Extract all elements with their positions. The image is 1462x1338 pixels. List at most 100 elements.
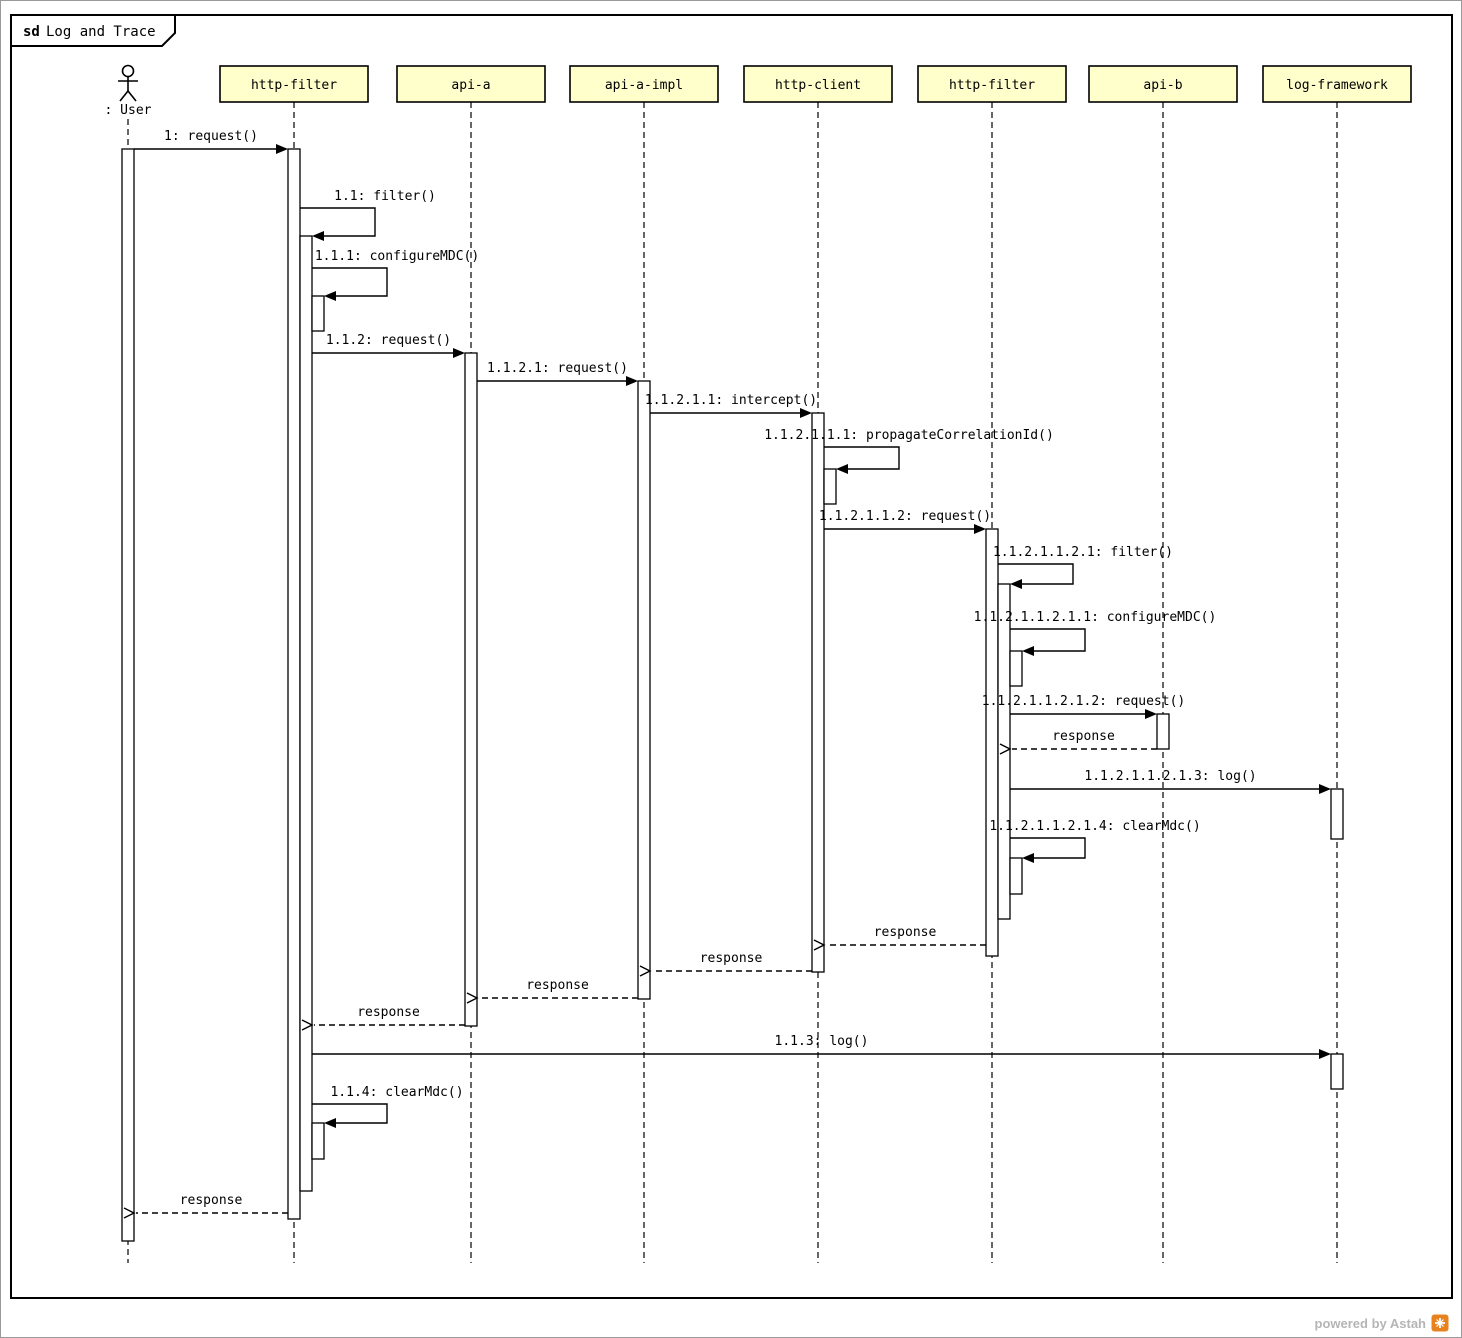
activation-hf1 [299, 235, 313, 1192]
message-2: 1.1: filter() [300, 189, 436, 241]
message-label: 1.1.2.1.1.2.1.1: configureMDC() [974, 610, 1217, 625]
activation-hf1 [287, 148, 301, 1220]
lifeline-label: api-a-impl [605, 78, 683, 93]
message-20: 1.1.4: clearMdc() [312, 1085, 464, 1128]
actor-icon [118, 64, 138, 102]
diagram-content: : User http-filter api-a api-a-impl http-cli… [105, 64, 1412, 1263]
actor-leg-left [119, 90, 129, 102]
arrowhead [1319, 784, 1331, 794]
message-label: 1.1.2.1.1.2: request() [819, 509, 991, 524]
frame-title-tab [10, 14, 176, 47]
lifeline-label: http-filter [949, 78, 1035, 93]
message-7: 1.1.2.1.1.1: propagateCorrelationId() [764, 428, 1054, 474]
frame-keyword: sd [23, 24, 40, 40]
lifeline-api-b: api-b [1088, 65, 1238, 1263]
activation-logfw [1330, 788, 1344, 840]
lifeline-api-a: api-a [396, 65, 546, 1263]
message-9: 1.1.2.1.1.2.1: filter() [993, 545, 1173, 589]
message-12: response [999, 729, 1157, 755]
message-line [998, 563, 1074, 585]
message-label: response [874, 925, 937, 940]
arrowhead [999, 743, 1012, 755]
message-label: response [357, 1005, 420, 1020]
activation-logfw [1330, 1053, 1344, 1090]
message-line [312, 267, 388, 297]
activation-hf2 [1009, 857, 1023, 895]
lifeline-label: http-filter [251, 78, 337, 93]
arrowhead [1022, 646, 1034, 656]
message-label: 1.1.2.1.1: intercept() [645, 393, 817, 408]
message-label: 1.1.2.1.1.2.1: filter() [993, 545, 1173, 560]
arrowhead [324, 291, 336, 301]
message-label: response [526, 978, 589, 993]
lifeline-head [1088, 65, 1238, 103]
activation-hf1 [311, 1122, 325, 1160]
watermark: powered by Astah [1315, 1314, 1449, 1332]
lifeline-head [743, 65, 893, 103]
message-line [824, 446, 900, 470]
lifeline-label: api-b [1143, 78, 1182, 93]
lifeline-label: http-client [775, 78, 861, 93]
activation-impl [637, 380, 651, 1000]
actor-leg-right [127, 90, 137, 102]
activation-client [823, 468, 837, 505]
frame-border [10, 14, 1453, 1299]
activation-api-b [1156, 713, 1170, 750]
lifeline-label: log-framework [1286, 78, 1388, 93]
message-line [1010, 837, 1086, 859]
frame-title-text: Log and Trace [46, 24, 156, 40]
message-10: 1.1.2.1.1.2.1.1: configureMDC() [974, 610, 1217, 656]
message-1: 1: request() [134, 129, 288, 154]
message-17: response [466, 978, 638, 1004]
message-label: 1.1.2.1.1.2.1.2: request() [982, 694, 1186, 709]
arrowhead [639, 965, 652, 977]
activation-api-a [464, 352, 478, 1027]
arrowhead [466, 992, 479, 1004]
activation-client [811, 412, 825, 973]
message-label: 1.1.4: clearMdc() [330, 1085, 463, 1100]
message-line [312, 1103, 388, 1124]
message-19: 1.1.3: log() [312, 1034, 1331, 1059]
lifeline-head [569, 65, 719, 103]
lifeline-head [219, 65, 369, 103]
actor-head [121, 64, 135, 78]
message-18: response [301, 1005, 465, 1031]
message-14: 1.1.2.1.1.2.1.4: clearMdc() [989, 819, 1201, 863]
arrowhead [453, 348, 465, 358]
lifeline-label: : User [105, 103, 152, 118]
arrowhead [813, 939, 826, 951]
message-label: 1.1.1: configureMDC() [315, 249, 479, 264]
lifeline-head [917, 65, 1067, 103]
lifeline-logfw: log-framework [1262, 65, 1412, 1263]
message-line [300, 207, 376, 237]
message-label: 1.1.2.1.1.1: propagateCorrelationId() [764, 428, 1054, 443]
message-label: response [180, 1193, 243, 1208]
astah-logo-icon [1431, 1314, 1449, 1332]
activation-hf2 [985, 528, 999, 957]
message-label: 1: request() [164, 129, 258, 144]
activation-hf1 [311, 295, 325, 332]
arrowhead [1319, 1049, 1331, 1059]
lifeline-label: api-a [451, 78, 490, 93]
message-label: 1.1.2.1.1.2.1.4: clearMdc() [989, 819, 1200, 834]
message-label: response [1052, 729, 1115, 744]
arrowhead [626, 376, 638, 386]
message-6: 1.1.2.1.1: intercept() [645, 393, 817, 418]
arrowhead [301, 1019, 314, 1031]
message-label: 1.1.2.1.1.2.1.3: log() [1084, 769, 1256, 784]
activation-hf2 [1009, 650, 1023, 687]
message-13: 1.1.2.1.1.2.1.3: log() [1010, 769, 1331, 794]
message-21: response [123, 1193, 288, 1219]
arrowhead [123, 1207, 136, 1219]
arrowhead [1022, 853, 1034, 863]
message-label: 1.1: filter() [334, 189, 436, 204]
message-5: 1.1.2.1: request() [477, 361, 638, 386]
message-label: 1.1.2: request() [326, 333, 451, 348]
message-8: 1.1.2.1.1.2: request() [819, 509, 991, 534]
arrowhead [800, 408, 812, 418]
message-label: 1.1.2.1: request() [487, 361, 628, 376]
arrowhead [312, 231, 324, 241]
message-11: 1.1.2.1.1.2.1.2: request() [982, 694, 1186, 719]
message-16: response [639, 951, 812, 977]
